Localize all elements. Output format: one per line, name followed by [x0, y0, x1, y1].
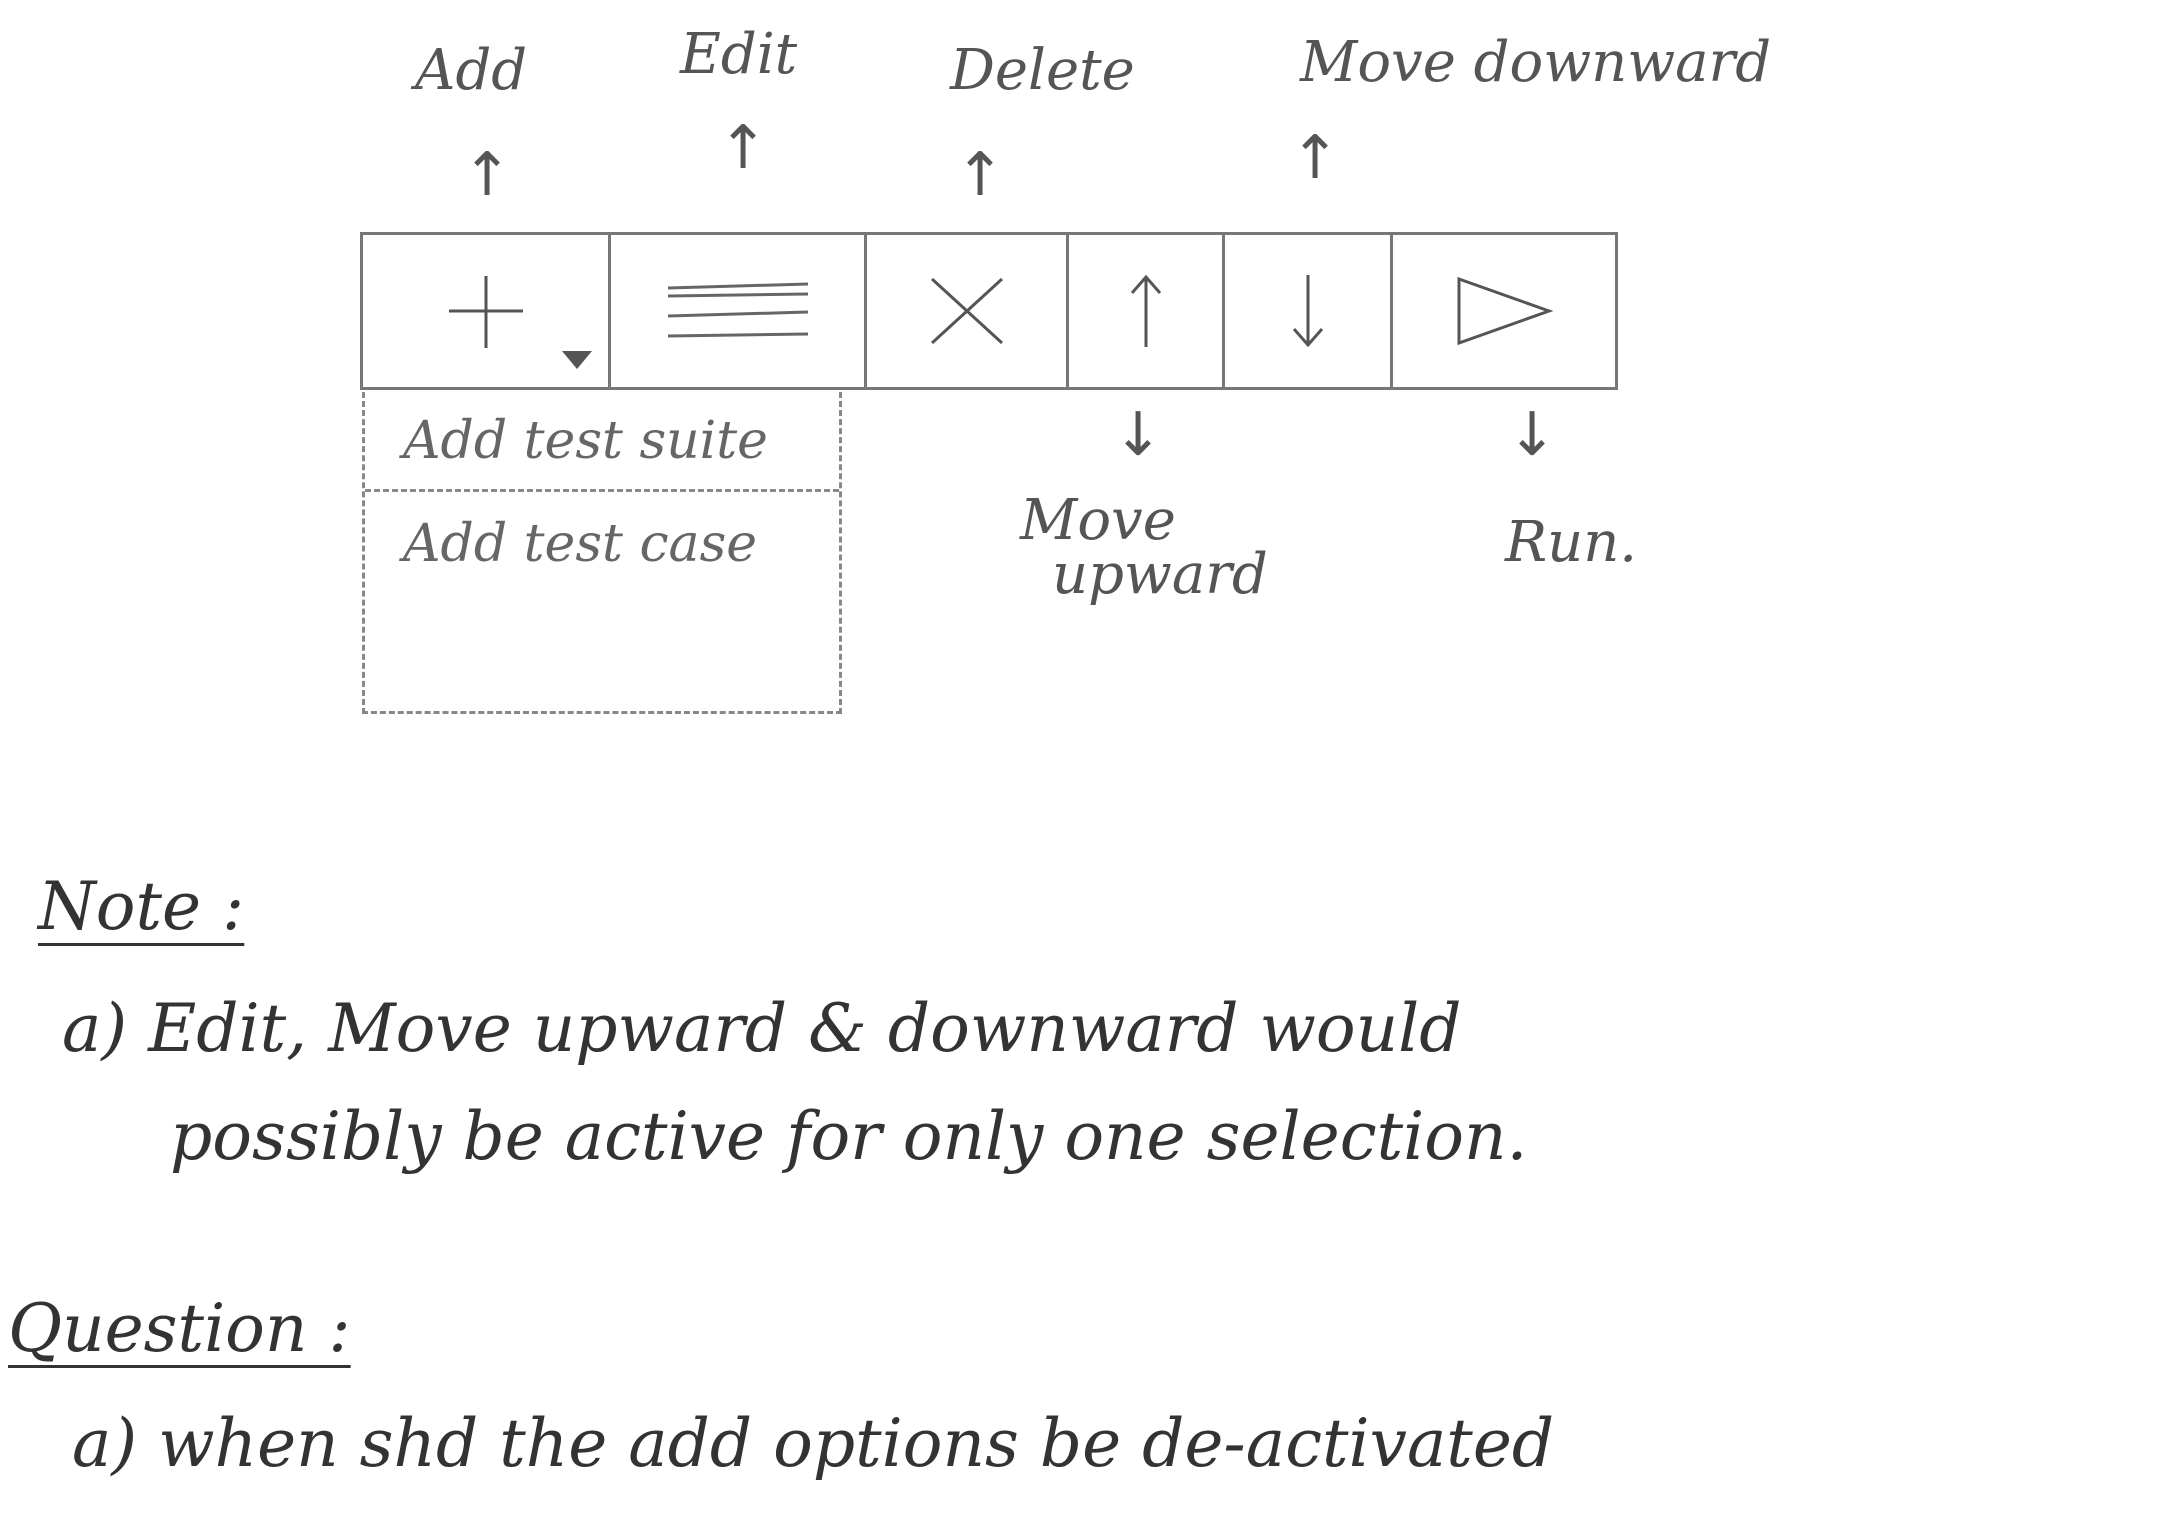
label-add: Add: [415, 38, 528, 103]
menu-item-add-test-suite[interactable]: Add test suite: [365, 392, 839, 492]
menu-lines-icon: [667, 282, 808, 338]
dropdown-caret-icon[interactable]: [560, 347, 594, 373]
arrow-up-icon: ↑: [955, 140, 1006, 210]
menu-item-label: Add test case: [403, 514, 758, 574]
arrow-up-icon: ↑: [462, 140, 513, 210]
label-edit: Edit: [680, 22, 798, 87]
question-item-a: a) when shd the add options be de-activa…: [72, 1405, 1555, 1482]
add-dropdown-menu: Add test suite Add test case: [362, 392, 842, 714]
note-item-a-line2: possibly be active for only one selectio…: [170, 1098, 1528, 1175]
question-heading: Question :: [8, 1290, 351, 1367]
plus-icon: [448, 276, 523, 348]
close-icon: [930, 277, 1003, 345]
play-icon: [1457, 276, 1554, 346]
toolbar: [360, 232, 1618, 390]
arrow-down-icon: ↓: [1507, 400, 1558, 470]
move-down-button[interactable]: [1225, 235, 1393, 387]
label-move-downward: Move downward: [1300, 30, 1772, 95]
label-delete: Delete: [950, 38, 1135, 103]
add-button[interactable]: [363, 235, 611, 387]
note-item-a-line1: a) Edit, Move upward & downward would: [62, 990, 1462, 1067]
label-move-upward-line2: upward: [1052, 542, 1268, 607]
arrow-up-icon: [1130, 274, 1161, 347]
run-button[interactable]: [1393, 235, 1615, 387]
arrow-down-icon: [1292, 275, 1323, 348]
move-up-button[interactable]: [1069, 235, 1225, 387]
label-move-upward-line1: Move: [1020, 488, 1176, 553]
edit-button[interactable]: [611, 235, 867, 387]
menu-item-add-test-case[interactable]: Add test case: [365, 494, 839, 594]
arrow-down-icon: ↓: [1113, 400, 1164, 470]
delete-button[interactable]: [867, 235, 1069, 387]
label-run: Run.: [1505, 510, 1638, 575]
menu-item-label: Add test suite: [403, 410, 768, 471]
arrow-up-icon: ↑: [718, 113, 769, 183]
arrow-up-icon: ↑: [1290, 123, 1341, 193]
note-heading: Note :: [38, 868, 245, 945]
